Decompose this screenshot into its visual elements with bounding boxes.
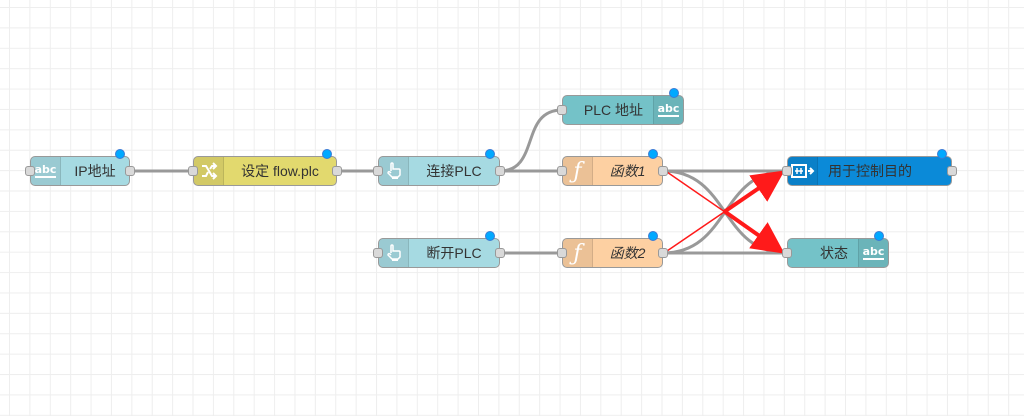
hand-pointer-icon: [379, 157, 409, 185]
node-ip-address[interactable]: abc IP地址: [25, 149, 135, 186]
wire-connect-to-plc-address[interactable]: [499, 108, 563, 173]
function-icon: ƒ: [563, 239, 593, 267]
status-dot: [485, 231, 495, 241]
status-dot: [648, 231, 658, 241]
status-dot: [322, 149, 332, 159]
node-set-flow-plc[interactable]: 设定 flow.plc: [188, 149, 342, 186]
node-disconnect-plc[interactable]: 断开PLC: [373, 231, 505, 268]
node-label: 用于控制目的: [828, 163, 912, 179]
input-port[interactable]: [557, 248, 567, 258]
status-dot: [115, 149, 125, 159]
node-for-control[interactable]: 用于控制目的: [782, 149, 957, 186]
status-dot: [669, 88, 679, 98]
node-label: IP地址: [74, 163, 116, 179]
status-dot: [937, 149, 947, 159]
annotation-arrow-function1-to-status: [666, 171, 781, 251]
node-function2[interactable]: ƒ 函数2: [557, 231, 668, 268]
hand-pointer-icon: [379, 239, 409, 267]
input-port[interactable]: [188, 166, 198, 176]
abc-icon: abc: [31, 157, 61, 185]
input-port[interactable]: [557, 166, 567, 176]
output-port[interactable]: [658, 248, 668, 258]
status-dot: [648, 149, 658, 159]
input-port[interactable]: [25, 166, 35, 176]
abc-icon: abc: [858, 239, 888, 267]
input-port[interactable]: [373, 248, 383, 258]
annotation-arrow-function2-to-control-thick: [722, 170, 785, 214]
node-label: 状态: [820, 245, 848, 261]
input-port[interactable]: [373, 166, 383, 176]
status-dot: [874, 231, 884, 241]
node-connect-plc[interactable]: 连接PLC: [373, 149, 505, 186]
node-label: 函数1: [609, 163, 646, 179]
output-port[interactable]: [658, 166, 668, 176]
output-port[interactable]: [125, 166, 135, 176]
wire-function1-to-status[interactable]: [662, 169, 788, 255]
abc-icon: abc: [653, 96, 683, 124]
node-label: 断开PLC: [426, 245, 482, 261]
output-port[interactable]: [332, 166, 342, 176]
wire-function2-to-control[interactable]: [662, 169, 788, 255]
input-port[interactable]: [782, 166, 792, 176]
node-label: 设定 flow.plc: [241, 163, 319, 179]
function-icon: ƒ: [563, 157, 593, 185]
link-out-icon: [788, 157, 818, 185]
node-label: PLC 地址: [583, 102, 643, 118]
node-status[interactable]: 状态 abc: [782, 231, 889, 268]
output-port[interactable]: [495, 166, 505, 176]
output-port[interactable]: [947, 166, 957, 176]
status-dot: [485, 149, 495, 159]
node-label: 函数2: [609, 245, 646, 261]
annotation-arrow-function1-to-status-thick: [722, 209, 785, 254]
output-port[interactable]: [495, 248, 505, 258]
annotation-arrow-function2-to-control: [666, 173, 781, 252]
input-port[interactable]: [557, 105, 567, 115]
node-plc-address[interactable]: PLC 地址 abc: [557, 88, 684, 125]
input-port[interactable]: [782, 248, 792, 258]
node-function1[interactable]: ƒ 函数1: [557, 149, 668, 186]
node-label: 连接PLC: [426, 163, 482, 179]
shuffle-icon: [194, 157, 224, 185]
